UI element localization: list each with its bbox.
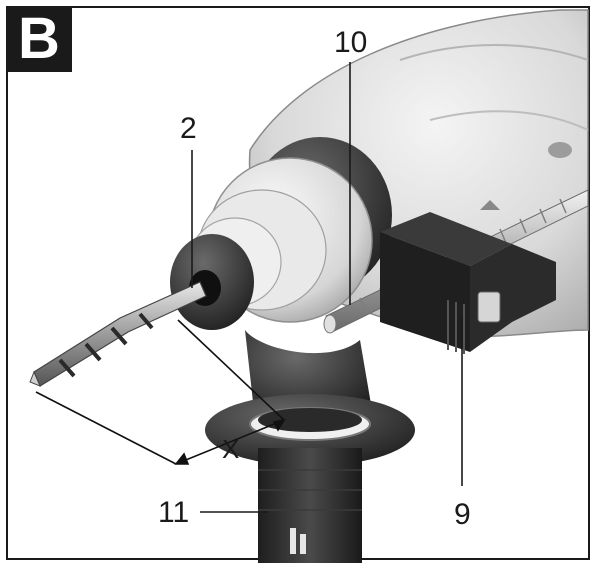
depth-stop-clamp [380, 212, 556, 354]
callout-11: 11 [158, 496, 189, 529]
auxiliary-handle [205, 394, 415, 563]
handle-marking [300, 534, 306, 554]
vent-hole-icon [548, 142, 572, 158]
callout-9: 9 [454, 498, 471, 531]
callout-x-depth: X [222, 434, 239, 464]
hammer-symbol-icon [480, 200, 500, 210]
handle-marking [290, 528, 296, 554]
dimension-line-lower [35, 391, 177, 465]
dimension-line-upper [177, 319, 285, 421]
callout-2: 2 [180, 112, 197, 145]
drill-bit [29, 281, 207, 387]
depth-dimension-lines [35, 319, 286, 465]
dimension-arrow-icon [174, 452, 190, 465]
release-button [477, 291, 501, 323]
callout-10: 10 [334, 26, 367, 59]
dimension-measure-line [175, 419, 285, 465]
dimension-arrow-icon [272, 418, 286, 432]
panel-letter-badge: B [6, 6, 72, 72]
